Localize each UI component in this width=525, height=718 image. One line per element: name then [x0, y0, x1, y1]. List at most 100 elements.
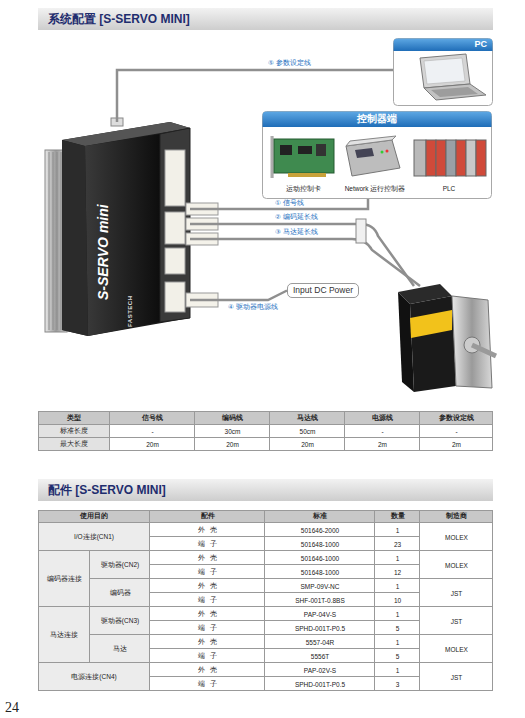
- motor-body: [410, 296, 456, 392]
- table-cell: JST: [420, 663, 493, 691]
- chip: [280, 145, 292, 155]
- table-cell: 1: [375, 635, 420, 649]
- table-cell: I/O连接(CN1): [38, 523, 150, 551]
- table-cell: 最大长度: [38, 438, 110, 451]
- table-header: 马达线: [270, 411, 345, 425]
- status-led: [381, 151, 384, 154]
- table-cell: 1: [375, 607, 420, 621]
- servo-drive: S-SERVO miniFASTECH: [45, 122, 190, 336]
- table-cell: 端子: [150, 537, 265, 551]
- laptop-base: [424, 84, 486, 100]
- table-cell: 1: [375, 551, 420, 565]
- table-header: 配件: [150, 510, 265, 523]
- table-cell: 12: [375, 565, 420, 579]
- table-cell: 23: [375, 537, 420, 551]
- table-cell: 端子: [150, 621, 265, 635]
- table-cell: 501648-1000: [265, 565, 375, 579]
- socket: [165, 150, 185, 206]
- table-cell: 10: [375, 593, 420, 607]
- plc-module: [456, 140, 466, 176]
- power-input-box: Input DC Power: [287, 283, 359, 298]
- table-cell: SPHD-001T-P0.5: [265, 621, 375, 635]
- table-cell: 马达连接: [38, 607, 90, 663]
- table-cell: JST: [420, 607, 493, 635]
- table-cell: 50cm: [270, 425, 345, 438]
- plug: [111, 118, 123, 126]
- drive-body: [62, 122, 190, 336]
- table-cell: SHF-001T-0.8BS: [265, 593, 375, 607]
- table-cell: 端子: [150, 677, 265, 691]
- table-cell: 1: [375, 579, 420, 593]
- table-header: 数量: [375, 510, 420, 523]
- plug: [186, 203, 218, 215]
- table-cell: -: [420, 425, 493, 438]
- box-header-bar: [394, 39, 493, 52]
- circuit-board: [274, 139, 334, 173]
- table-cell: 编码器: [90, 579, 150, 607]
- device-box: 运动控制卡: [266, 133, 340, 195]
- socket: [165, 248, 185, 274]
- cable: [117, 70, 393, 122]
- cable-label: ⑤ 参数设定线: [268, 59, 311, 67]
- box-frame: [394, 39, 493, 106]
- device-box: PLC: [410, 133, 488, 195]
- laptop-display: [424, 58, 465, 84]
- section-bar: [38, 8, 493, 30]
- section-bar: [38, 479, 493, 501]
- inline-connector: [356, 219, 366, 243]
- table-cell: 外壳: [150, 663, 265, 677]
- table-cell: 1: [375, 523, 420, 537]
- controller-top: [346, 136, 396, 146]
- cable-label: ④ 驱动器电源线: [228, 303, 278, 311]
- table-cell: -: [345, 425, 420, 438]
- group-header: 控制器端: [262, 112, 492, 126]
- plc-module: [414, 140, 426, 176]
- page-number: 24: [5, 700, 19, 716]
- table-header: 制造商: [420, 510, 493, 523]
- cable: [190, 199, 368, 209]
- plc-module: [436, 140, 446, 176]
- table-cell: PAP-02V-S: [265, 663, 375, 677]
- socket: [165, 282, 185, 312]
- table-cell: 标准长度: [38, 425, 110, 438]
- plc-module: [426, 140, 436, 176]
- drive-side: [62, 140, 88, 336]
- plc-module: [476, 140, 486, 176]
- status-led: [386, 150, 389, 153]
- table-cell: 端子: [150, 649, 265, 663]
- table-cell: 端子: [150, 593, 265, 607]
- table-cell: -: [110, 425, 195, 438]
- controller-group: 控制器端运动控制卡Network 运行控制器PLC: [262, 111, 492, 199]
- device-caption: PLC: [410, 185, 488, 193]
- table-cell: 驱动器(CN3): [90, 607, 150, 635]
- table-cell: JST: [420, 579, 493, 607]
- pc-box: PC: [393, 38, 493, 106]
- plc-module: [466, 140, 476, 176]
- table-cell: 马达: [90, 635, 150, 663]
- table-cell: 电源连接(CN4): [38, 663, 150, 691]
- table-cell: 20m: [195, 438, 270, 451]
- table-cell: 外壳: [150, 551, 265, 565]
- heatsink-fins: [49, 152, 61, 330]
- table-cell: 外壳: [150, 579, 265, 593]
- table-cell: 外壳: [150, 523, 265, 537]
- table-cell: MOLEX: [420, 523, 493, 551]
- table-cell: SPHD-001T-P0.5: [265, 677, 375, 691]
- cable-label: ① 信号线: [275, 199, 304, 207]
- table-cell: 1: [375, 663, 420, 677]
- table-header: 编码线: [195, 411, 270, 425]
- table-cell: 3: [375, 677, 420, 691]
- table-cell: 5: [375, 621, 420, 635]
- device-caption: Network 运行控制器: [338, 185, 412, 193]
- table-cell: 5: [375, 649, 420, 663]
- product-logo: S-SERVO mini: [95, 204, 111, 300]
- device-caption: 运动控制卡: [266, 185, 340, 193]
- table-header: 标准: [265, 510, 375, 523]
- table-header: 参数设定线: [420, 411, 493, 425]
- laptop-keyboard: [431, 87, 478, 97]
- brand-logo: FASTECH: [127, 295, 134, 327]
- plc-module: [446, 140, 456, 176]
- chip: [316, 144, 326, 156]
- drive-front: [85, 134, 160, 336]
